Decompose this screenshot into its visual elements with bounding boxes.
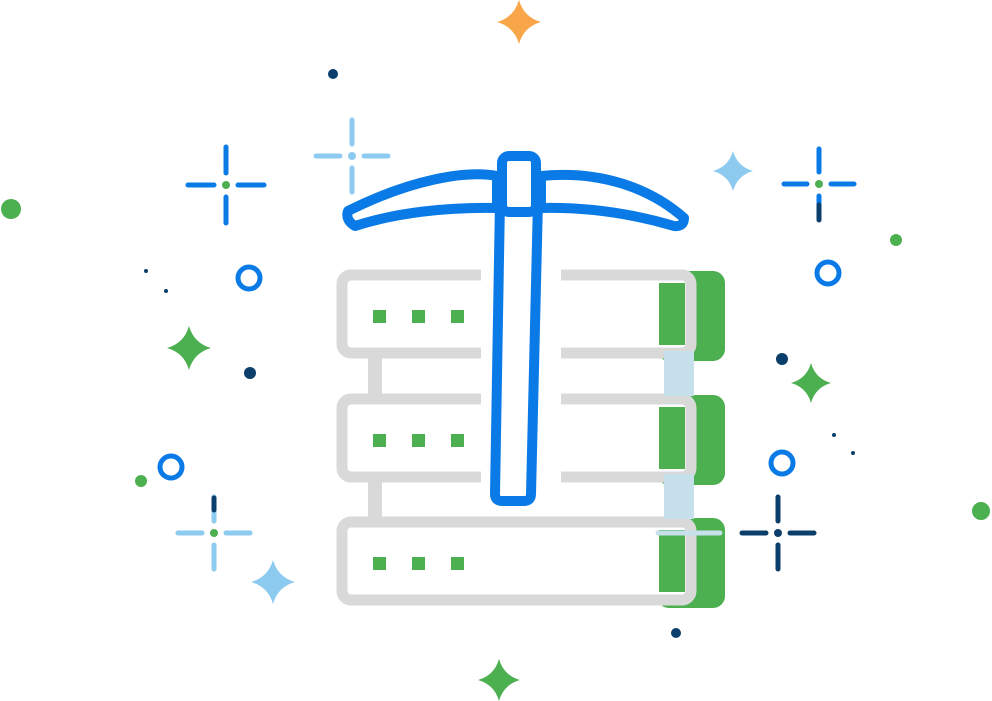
- dot-icon: [890, 234, 902, 246]
- server-led: [373, 557, 386, 570]
- pickaxe-blade-right: [536, 169, 689, 232]
- server-drive-slot: [659, 407, 685, 469]
- ring-icon: [814, 259, 842, 287]
- server-connector: [368, 474, 382, 519]
- dot-icon: [1, 199, 21, 219]
- sparkle-icon: [497, 0, 541, 44]
- dot-icon: [244, 367, 256, 379]
- crosshair-center: [774, 529, 782, 537]
- server-led: [373, 310, 386, 323]
- server-drive-slot: [659, 530, 685, 592]
- dot-icon: [144, 269, 148, 273]
- crosshair-center: [210, 529, 218, 537]
- server-led: [412, 310, 425, 323]
- dot-icon: [164, 289, 168, 293]
- crosshair-center: [348, 152, 356, 160]
- server-connector: [664, 351, 694, 396]
- sparkle-icon: [478, 659, 520, 701]
- dot-icon: [671, 628, 681, 638]
- crosshair-center: [815, 180, 823, 188]
- dot-icon: [328, 69, 338, 79]
- server-unit: [336, 516, 725, 608]
- crosshair-center: [222, 181, 230, 189]
- server-led: [373, 434, 386, 447]
- server-led: [412, 557, 425, 570]
- pickaxe-icon: [342, 151, 689, 511]
- dot-icon: [832, 433, 836, 437]
- server-led: [451, 557, 464, 570]
- server-body: [336, 516, 697, 606]
- pickaxe-blade-left: [342, 169, 502, 231]
- pickaxe-handle: [490, 195, 543, 506]
- dot-icon: [972, 502, 990, 520]
- server-led: [451, 434, 464, 447]
- dot-icon: [776, 353, 788, 365]
- dot-icon: [851, 451, 855, 455]
- server-connector: [664, 474, 694, 519]
- sparkle-icon: [251, 560, 295, 604]
- crosshair-icon: [185, 144, 267, 226]
- sparkle-icon: [167, 326, 211, 370]
- crosshair-icon: [313, 117, 391, 195]
- sparkle-icon: [713, 151, 753, 191]
- ring-icon: [768, 449, 796, 477]
- crosshair-icon: [739, 494, 817, 572]
- sparkle-icon: [791, 363, 831, 403]
- pickaxe-head-core: [497, 151, 541, 217]
- server-connector: [368, 351, 382, 396]
- ring-icon: [235, 264, 263, 292]
- dot-icon: [135, 475, 147, 487]
- ring-icon: [157, 453, 185, 481]
- server-led: [451, 310, 464, 323]
- server-led: [412, 434, 425, 447]
- server-drive-slot: [659, 283, 685, 345]
